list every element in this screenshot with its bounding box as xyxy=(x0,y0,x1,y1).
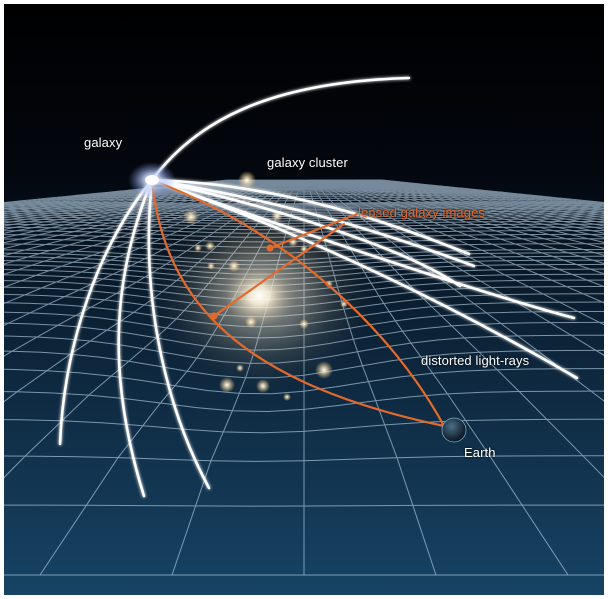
cluster-galaxy xyxy=(228,260,240,272)
light-ray-left-3 xyxy=(147,178,211,490)
cluster-galaxy xyxy=(245,316,257,328)
lensed-ray-outer xyxy=(150,178,446,428)
grid-line-transverse xyxy=(4,504,604,507)
cluster-galaxy xyxy=(219,377,235,393)
light-ray-left-1 xyxy=(58,178,154,446)
lensed-ray-inner xyxy=(150,178,446,428)
lensed-image-dot-2 xyxy=(210,312,218,320)
grid-line-transverse xyxy=(166,185,442,188)
grid-line-transverse xyxy=(4,390,604,413)
lensed-pointer-1 xyxy=(268,212,359,250)
grid-line-transverse xyxy=(159,186,449,188)
gravitational-lensing-diagram: galaxy galaxy cluster lensed galaxy imag… xyxy=(4,4,604,595)
cluster-galaxy xyxy=(238,171,256,189)
galaxy-label: galaxy xyxy=(84,135,123,150)
cluster-galaxy xyxy=(315,361,333,379)
cluster-galaxy xyxy=(205,241,215,251)
cluster-galaxy xyxy=(183,209,199,225)
cluster-galaxy xyxy=(299,319,309,329)
light-ray-right-3 xyxy=(150,178,462,288)
diagram-canvas xyxy=(4,4,604,595)
cluster-galaxy xyxy=(236,364,244,372)
grid-line-transverse xyxy=(105,191,503,194)
cluster-galaxy xyxy=(283,393,291,401)
grid-line-transverse xyxy=(4,418,604,434)
cluster-glow xyxy=(142,189,382,399)
cluster-galaxy xyxy=(256,379,270,393)
earth xyxy=(441,417,467,443)
light-rays xyxy=(58,76,579,498)
light-ray-left-2 xyxy=(117,178,154,498)
light-ray-right-5 xyxy=(150,178,579,380)
cluster-galaxy xyxy=(194,244,202,252)
galaxy-cluster-label: galaxy cluster xyxy=(267,155,348,170)
lensed-rays xyxy=(150,178,446,428)
light-ray-right-1 xyxy=(150,178,471,256)
light-ray-right-2 xyxy=(150,178,476,268)
grid-line-transverse xyxy=(171,185,437,187)
lensed-pointer-2 xyxy=(212,222,346,318)
earth-label: Earth xyxy=(464,445,496,460)
cluster-galaxy xyxy=(207,262,215,270)
distorted-light-rays-label: distorted light-rays xyxy=(421,353,530,368)
source-galaxy xyxy=(128,162,176,198)
lensed-image-dot-1 xyxy=(266,244,274,252)
grid-line-transverse xyxy=(4,455,604,462)
lensed-galaxy-images-label: lensed galaxy images xyxy=(358,205,486,220)
grid-line-transverse xyxy=(127,189,481,192)
light-ray-upper xyxy=(150,76,411,182)
